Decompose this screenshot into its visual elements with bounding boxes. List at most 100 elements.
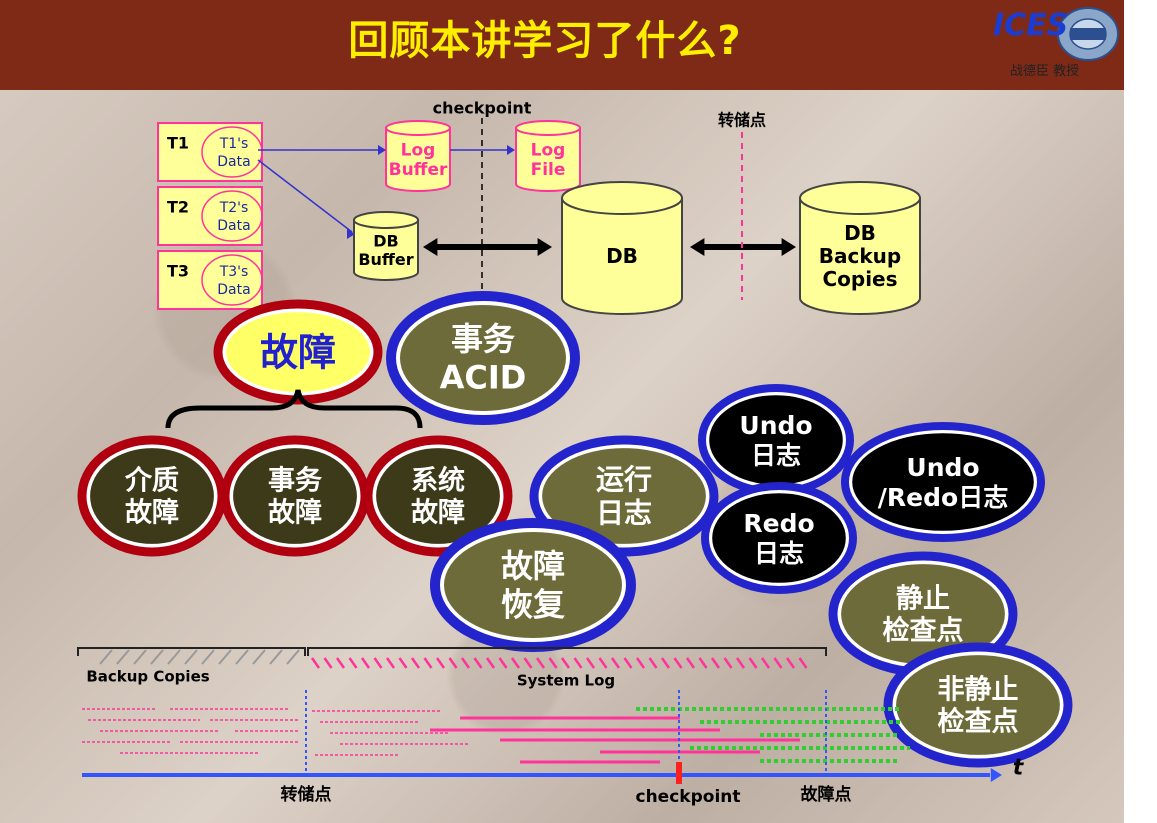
log-file-cylinder-body bbox=[515, 127, 581, 192]
bubble-fault-fill bbox=[226, 312, 370, 392]
system-log-tick bbox=[535, 657, 546, 669]
bubble-fault-recovery-fill bbox=[444, 532, 622, 638]
bubble-undo-log-fill bbox=[709, 395, 843, 485]
db-backup-cylinder-body bbox=[799, 197, 921, 315]
txn-data-oval-T2 bbox=[201, 190, 263, 242]
system-log-bracket bbox=[307, 647, 827, 656]
arrowhead-t1-dbbuffer bbox=[347, 229, 355, 239]
system-log-tick bbox=[398, 657, 408, 669]
backup-hatch bbox=[218, 649, 232, 665]
bubble-undo-redo-log-fill bbox=[852, 433, 1034, 531]
arrowhead-db-left bbox=[690, 238, 705, 256]
system-log-tick bbox=[610, 657, 621, 669]
system-log-tick bbox=[410, 657, 421, 669]
system-log-tick bbox=[673, 657, 683, 669]
bubble-fault-recovery-label: 故障恢复 bbox=[501, 547, 565, 623]
db-cylinder-top bbox=[561, 181, 683, 215]
arrow-t1-dbbuffer bbox=[257, 159, 353, 233]
arrowhead-backup-right bbox=[781, 238, 796, 256]
log-file-cylinder-top bbox=[515, 120, 581, 136]
bubble-undo-redo-log-label: Undo/Redo日志 bbox=[878, 453, 1008, 512]
backup-hatch bbox=[201, 649, 215, 665]
system-log-tick bbox=[748, 657, 758, 669]
system-log-tick bbox=[323, 657, 333, 669]
header-bar bbox=[0, 0, 1124, 90]
db-buffer-cylinder bbox=[353, 211, 419, 281]
system-log-tick bbox=[360, 657, 371, 669]
system-log-tick bbox=[698, 657, 708, 669]
db-buffer-cylinder-top bbox=[353, 211, 419, 229]
system-log-tick bbox=[485, 657, 496, 669]
system-log-tick bbox=[785, 657, 796, 669]
bubble-static-checkpoint-fill bbox=[841, 564, 1005, 664]
system-log-tick bbox=[560, 657, 571, 669]
db-backup-cylinder-top bbox=[799, 181, 921, 215]
log-buffer-cylinder-top bbox=[385, 120, 451, 136]
arrowhead-dbbuffer-left bbox=[423, 238, 438, 256]
brace-fault bbox=[165, 389, 423, 429]
bubble-media-fault-fill bbox=[90, 448, 214, 544]
system-log-tick bbox=[373, 657, 383, 669]
db-backup-cylinder bbox=[799, 181, 921, 315]
bubble-run-log-fill bbox=[542, 448, 706, 544]
backup-bracket bbox=[77, 647, 306, 656]
backup-hatch bbox=[150, 649, 164, 665]
time-axis-label: t bbox=[1013, 756, 1025, 781]
checkpoint-label-top: checkpoint bbox=[433, 99, 532, 118]
system-log-tick bbox=[598, 657, 608, 669]
bubble-media-fault-label: 介质故障 bbox=[124, 465, 179, 528]
system-log-tick bbox=[798, 657, 808, 669]
bubble-nonstatic-checkpoint-fill bbox=[896, 655, 1060, 755]
db-buffer-cylinder-body bbox=[353, 219, 419, 281]
system-log-tick bbox=[760, 657, 771, 669]
system-log-tick bbox=[473, 657, 483, 669]
dump-point-label: 转储点 bbox=[281, 784, 332, 805]
txn-id-T3: T3 bbox=[167, 262, 189, 281]
checkpoint-marker bbox=[676, 762, 682, 784]
system-log-tick bbox=[348, 657, 358, 669]
txn-box-T1 bbox=[157, 122, 263, 182]
system-log-tick bbox=[648, 657, 658, 669]
system-log-tick bbox=[523, 657, 533, 669]
system-log-tick bbox=[723, 657, 733, 669]
system-log-tick bbox=[685, 657, 696, 669]
db-cylinder-body bbox=[561, 197, 683, 315]
backup-hatch bbox=[167, 649, 181, 665]
time-axis-arrowhead bbox=[990, 768, 1002, 782]
system-log-tick bbox=[498, 657, 508, 669]
dump-label-top: 转储点 bbox=[718, 111, 766, 130]
system-log-tick bbox=[623, 657, 633, 669]
system-log-tick bbox=[335, 657, 346, 669]
system-log-tick bbox=[423, 657, 433, 669]
system-log-label: System Log bbox=[517, 671, 615, 689]
bubble-txn-fault-label: 事务故障 bbox=[268, 465, 322, 528]
fault-point-label: 故障点 bbox=[801, 784, 852, 805]
bubble-txn-fault-fill bbox=[233, 448, 357, 544]
system-log-tick bbox=[773, 657, 783, 669]
system-log-tick bbox=[310, 657, 321, 669]
bubble-static-checkpoint-label: 静止检查点 bbox=[883, 583, 964, 646]
backup-label: Backup Copies bbox=[86, 667, 209, 685]
logo-text: ICES bbox=[993, 8, 1069, 43]
system-log-tick bbox=[660, 657, 671, 669]
page-title: 回顾本讲学习了什么? bbox=[348, 18, 742, 64]
system-log-tick bbox=[573, 657, 583, 669]
backup-hatch bbox=[235, 649, 249, 665]
system-log-tick bbox=[585, 657, 596, 669]
bubble-nonstatic-checkpoint-label: 非静止检查点 bbox=[938, 674, 1019, 737]
backup-hatch bbox=[116, 649, 130, 665]
backup-hatch bbox=[269, 649, 283, 665]
system-log-tick bbox=[710, 657, 721, 669]
right-margin bbox=[1124, 0, 1157, 823]
backup-hatch bbox=[252, 649, 266, 665]
log-file-cylinder bbox=[515, 120, 581, 192]
